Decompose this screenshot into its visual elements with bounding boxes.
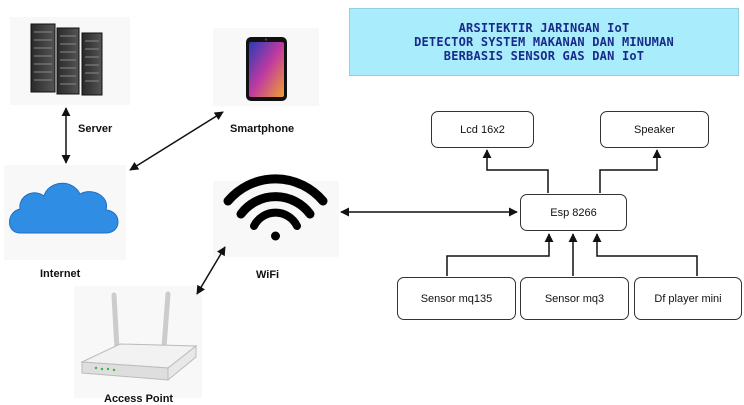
- access-point-label: Access Point: [104, 393, 174, 405]
- lcd-label: Lcd 16x2: [460, 123, 505, 136]
- df-player-label: Df player mini: [654, 292, 722, 305]
- title-line-2: DETECTOR SYSTEM MAKANAN DAN MINUMAN: [414, 35, 674, 49]
- connector-esp-speaker: [599, 149, 662, 193]
- esp-label: Esp 8266: [550, 206, 597, 219]
- wifi-label: WiFi: [256, 269, 280, 281]
- smartphone-label: Smartphone: [230, 123, 295, 135]
- server-label: Server: [78, 123, 113, 135]
- wifi-icon: [223, 174, 328, 241]
- access-point-icon: [80, 291, 198, 382]
- arrow-wifi-access-point: [196, 246, 226, 295]
- speaker-box: Speaker: [600, 111, 709, 148]
- sensor-mq135-box: Sensor mq135: [397, 277, 516, 320]
- connector-mq135-esp: [446, 233, 554, 276]
- lcd-box: Lcd 16x2: [431, 111, 534, 148]
- internet-label: Internet: [40, 268, 81, 280]
- arrow-internet-smartphone: [129, 111, 224, 171]
- title-line-3: BERBASIS SENSOR GAS DAN IoT: [443, 49, 645, 63]
- sensor-mq3-label: Sensor mq3: [544, 292, 605, 305]
- access-point-tile: [74, 286, 202, 398]
- connector-dfplayer-esp: [592, 233, 698, 276]
- diagram-title: ARSITEKTIR JARINGAN IoT DETECTOR SYSTEM …: [349, 8, 739, 76]
- server-icon: [30, 23, 103, 96]
- cloud-icon: [9, 182, 119, 234]
- sensor-mq135-label: Sensor mq135: [420, 292, 493, 305]
- sensor-mq3-box: Sensor mq3: [520, 277, 629, 320]
- title-line-1: ARSITEKTIR JARINGAN IoT: [458, 21, 630, 35]
- speaker-label: Speaker: [634, 123, 675, 136]
- df-player-box: Df player mini: [634, 277, 742, 320]
- smartphone-icon: [246, 37, 287, 101]
- esp-box: Esp 8266: [520, 194, 627, 231]
- connector-esp-lcd: [482, 149, 549, 193]
